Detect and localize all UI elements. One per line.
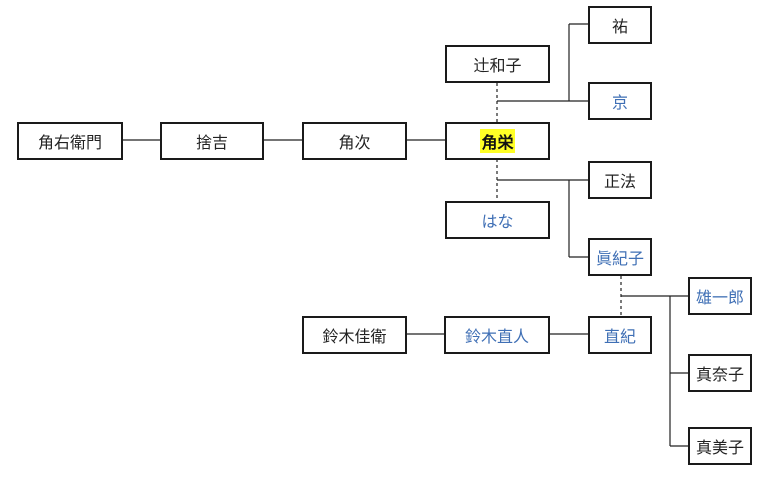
person-manako: 真奈子: [688, 354, 752, 392]
person-kyo: 京: [588, 82, 652, 120]
person-sutekichi: 捨吉: [160, 122, 264, 160]
person-naoki: 直紀: [588, 316, 652, 354]
person-kakuei: 角栄: [445, 122, 550, 160]
person-masanori: 正法: [588, 161, 652, 199]
person-kakuji: 角次: [302, 122, 407, 160]
person-yu: 祐: [588, 6, 652, 44]
person-makiko: 眞紀子: [588, 238, 652, 276]
person-kakuemon: 角右衛門: [17, 122, 123, 160]
highlighted-name: 角栄: [480, 129, 515, 153]
person-suzuki-yoshiei: 鈴木佳衛: [302, 316, 407, 354]
person-yuichiro: 雄一郎: [688, 277, 752, 315]
person-hana: はな: [445, 201, 550, 239]
person-mamiko: 真美子: [688, 427, 752, 465]
person-tsuji-kazuko: 辻和子: [445, 45, 550, 83]
person-suzuki-naoto: 鈴木直人: [444, 316, 550, 354]
